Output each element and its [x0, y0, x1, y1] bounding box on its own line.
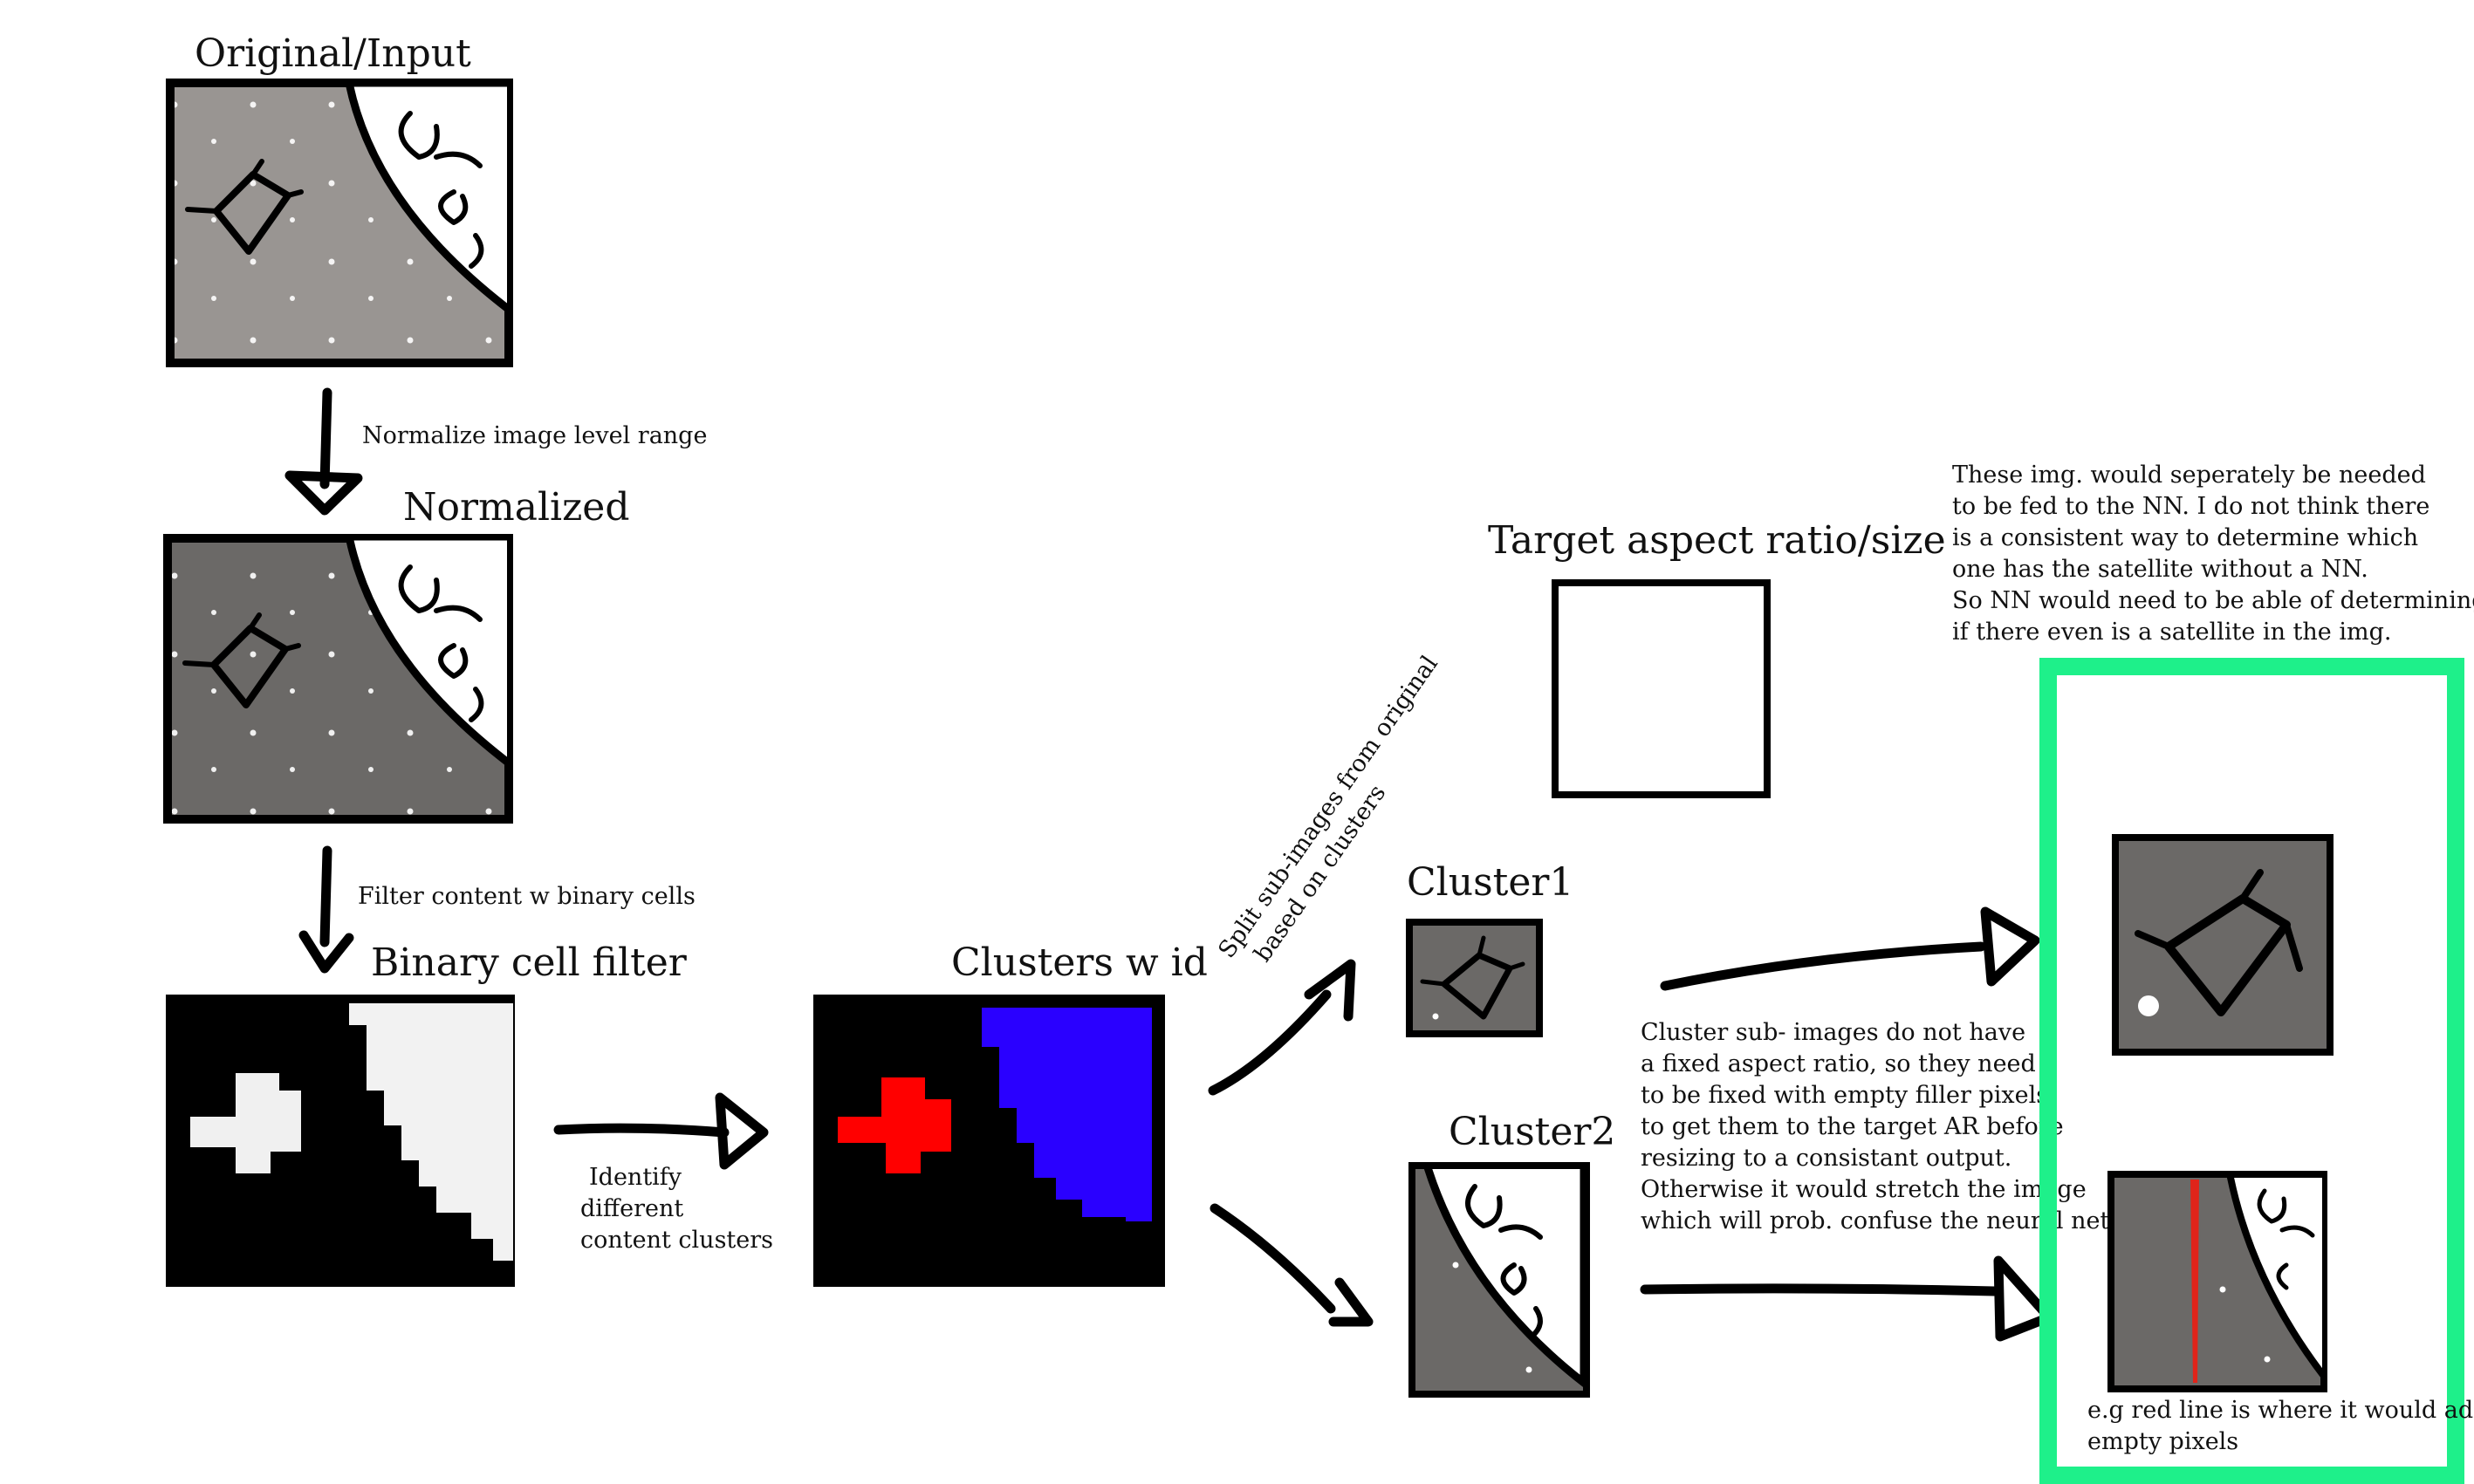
svg-text:Cluster sub- images do not hav: Cluster sub- images do not have: [1641, 1019, 2025, 1046]
output-image-2: [2107, 1171, 2327, 1392]
redline-note-line2: empty pixels: [2087, 1428, 2238, 1455]
step-identify-line3: content clusters: [580, 1227, 773, 1254]
arrow-to-cluster2: [1210, 1203, 1374, 1327]
arrow-to-output1: [1660, 906, 2040, 991]
moon-surface-normalized: [346, 540, 507, 767]
binary-title: Binary cell filter: [371, 940, 688, 985]
output-panel-border: [2039, 658, 2464, 1484]
binary-image: [166, 995, 515, 1287]
svg-text:which will prob. confuse the n: which will prob. confuse the neural net.: [1641, 1207, 2117, 1234]
svg-text:if there even is a satellite i: if there even is a satellite in the img.: [1952, 619, 2391, 646]
moon-surface-original: [345, 85, 507, 313]
cluster2-title: Cluster2: [1449, 1110, 1615, 1154]
step-filter-label: Filter content w binary cells: [358, 883, 696, 910]
target-square: [1552, 579, 1771, 798]
svg-text:Otherwise it would stretch the: Otherwise it would stretch the image: [1641, 1176, 2087, 1203]
normalized-title: Normalized: [403, 485, 630, 530]
svg-text:one has the satellite without: one has the satellite without a NN.: [1952, 556, 2368, 583]
svg-text:These img. would seperately be: These img. would seperately be needed: [1952, 462, 2426, 489]
aspect-note: Cluster sub- images do not have a fixed …: [1641, 1019, 2117, 1234]
target-title: Target aspect ratio/size: [1488, 518, 1946, 563]
satellite-cells: [190, 1073, 301, 1173]
cluster-red: [838, 1077, 951, 1173]
clusters-image: [813, 995, 1165, 1287]
svg-text:is a consistent way to determi: is a consistent way to determine which: [1952, 524, 2418, 551]
svg-text:a fixed aspect ratio, so they: a fixed aspect ratio, so they need: [1641, 1050, 2036, 1077]
svg-text:to be fixed with empty filler: to be fixed with empty filler pixels: [1641, 1082, 2048, 1109]
moon-cells: [349, 1003, 513, 1261]
cluster-blue: [982, 1008, 1152, 1221]
nn-note: These img. would seperately be needed to…: [1952, 462, 2474, 646]
svg-text:Split sub-images from origina: Split sub-images from original: [1213, 651, 1443, 963]
svg-text:to get them to the target AR b: to get them to the target AR before: [1641, 1113, 2064, 1140]
arrow-identify: [553, 1092, 769, 1170]
output-image-1: [2112, 834, 2334, 1056]
redline-note-line1: e.g red line is where it would add: [2087, 1397, 2474, 1424]
arrow-normalize: [284, 387, 363, 516]
cluster1-title: Cluster1: [1407, 860, 1573, 905]
arrow-filter: [298, 845, 354, 974]
step-identify-line1: Identify: [589, 1164, 682, 1191]
svg-text:So NN would need to be able of: So NN would need to be able of determini…: [1952, 587, 2474, 614]
step-identify-line2: different: [580, 1195, 683, 1222]
cluster2-image: [1408, 1162, 1590, 1398]
svg-text:resizing to a consistant outpu: resizing to a consistant output.: [1641, 1145, 2011, 1172]
original-image: [166, 79, 513, 367]
step-normalize-label: Normalize image level range: [362, 422, 707, 449]
original-title: Original/Input: [195, 31, 471, 76]
clusters-title: Clusters w id: [951, 940, 1208, 985]
cluster1-image: [1406, 919, 1543, 1037]
svg-text:to be fed to the NN. I do not: to be fed to the NN. I do not think ther…: [1952, 493, 2429, 520]
filler-red-line: [2190, 1180, 2199, 1383]
arrow-to-output2: [1640, 1255, 2054, 1342]
normalized-image: [163, 534, 513, 824]
arrow-to-cluster1: [1208, 959, 1356, 1096]
